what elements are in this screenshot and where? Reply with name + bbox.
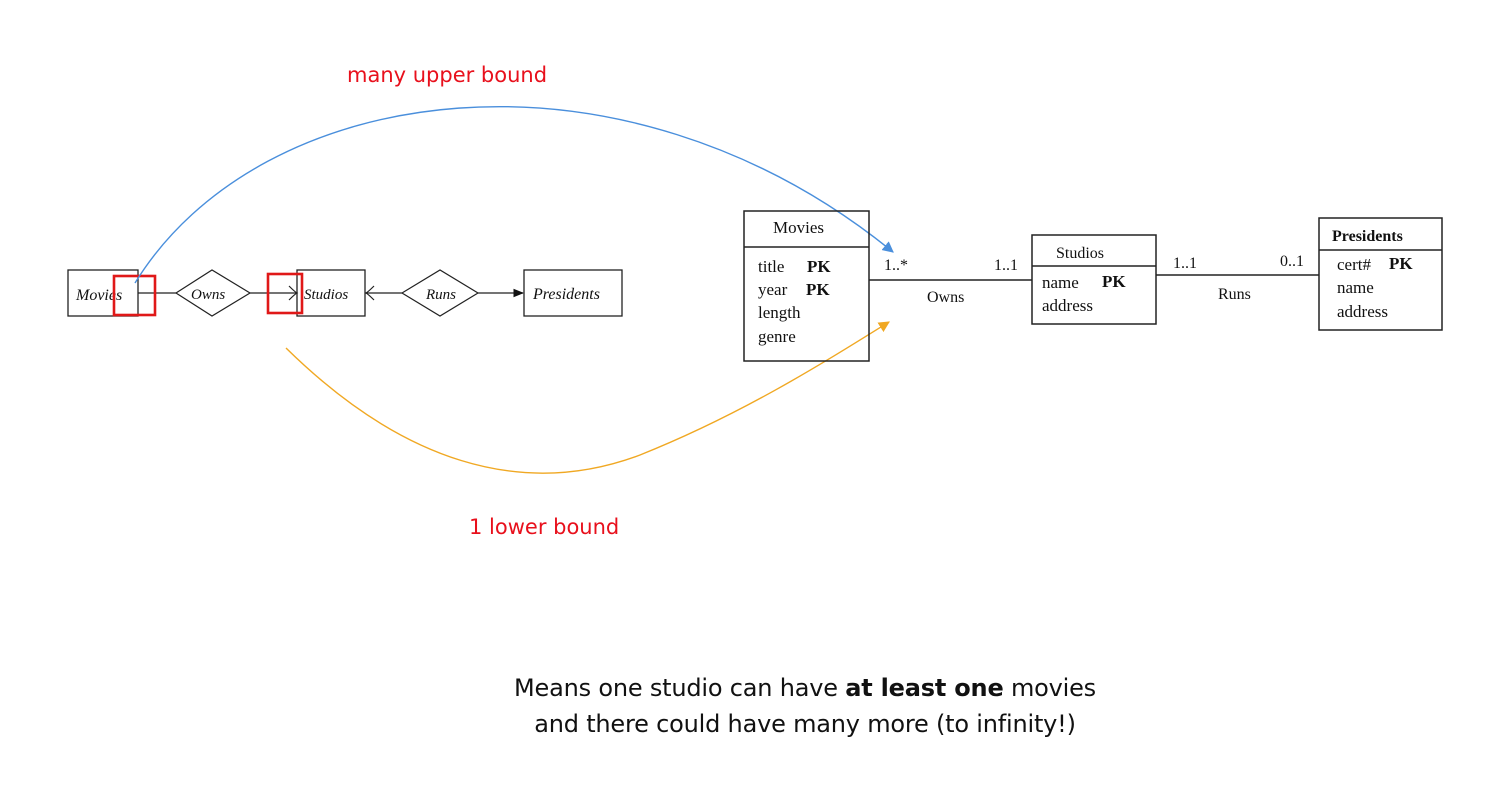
er-runs-studios-arrowhead: [364, 285, 375, 301]
uml-attr-name: name: [1042, 273, 1079, 292]
highlight-box-movies-end: [112, 274, 157, 317]
uml-presidents-attributes: cert# PK name address: [1337, 254, 1413, 321]
uml-diagram: Movies title PK year PK length genre 1..…: [743, 210, 1443, 362]
uml-attr-name: name: [1337, 278, 1374, 297]
caption-line-1-pre: Means one studio can have: [514, 674, 846, 702]
uml-presidents-class: [1318, 217, 1443, 331]
uml-owns-movies-multiplicity: 1..*: [884, 257, 908, 274]
lower-bound-arrow: [285, 321, 890, 474]
uml-owns-studios-multiplicity: 1..1: [994, 257, 1018, 274]
uml-attr-name: title: [758, 257, 784, 276]
uml-attr-name: address: [1042, 296, 1093, 315]
er-movies-label: Movies: [75, 287, 122, 304]
uml-owns-label: Owns: [927, 289, 964, 306]
uml-movies-class: [743, 210, 870, 362]
uml-runs-presidents-multiplicity: 0..1: [1280, 253, 1304, 270]
uml-attr-name: genre: [758, 327, 796, 346]
highlight-box-studios-end: [266, 272, 304, 315]
caption-emphasis: at least one: [845, 674, 1004, 702]
uml-attr-key: PK: [1102, 272, 1126, 291]
uml-studios-class: [1031, 234, 1157, 325]
uml-movies-attributes: title PK year PK length genre: [758, 257, 831, 346]
uml-studios-attributes: name PK address: [1042, 272, 1126, 315]
uml-attr-name: cert#: [1337, 255, 1371, 274]
er-presidents-entity: [523, 269, 623, 317]
uml-attr-name: length: [758, 303, 801, 322]
uml-attr-key: PK: [806, 280, 830, 299]
er-owns-label: Owns: [191, 287, 225, 303]
upper-bound-label: many upper bound: [347, 63, 547, 87]
er-runs-label: Runs: [425, 287, 456, 303]
caption-line-2: and there could have many more (to infin…: [534, 710, 1076, 738]
uml-attr-name: year: [758, 280, 788, 299]
uml-movies-title: Movies: [773, 218, 824, 237]
uml-runs-studios-multiplicity: 1..1: [1173, 255, 1197, 272]
upper-bound-arrow: [134, 105, 894, 284]
uml-attr-name: address: [1337, 302, 1388, 321]
lower-bound-label: 1 lower bound: [469, 515, 619, 539]
caption-line-1-post: movies: [1003, 674, 1096, 702]
uml-studios-title: Studios: [1056, 245, 1104, 262]
er-studios-label: Studios: [304, 287, 348, 303]
er-diagram: Movies Owns Studios Runs Presidents: [67, 269, 623, 317]
uml-attr-key: PK: [807, 257, 831, 276]
caption: Means one studio can have at least one m…: [0, 670, 1512, 742]
uml-runs-label: Runs: [1218, 286, 1251, 303]
uml-attr-key: PK: [1389, 254, 1413, 273]
caption-line-1: Means one studio can have at least one m…: [0, 670, 1512, 706]
uml-presidents-title: Presidents: [1332, 228, 1403, 245]
er-presidents-label: Presidents: [532, 286, 600, 303]
